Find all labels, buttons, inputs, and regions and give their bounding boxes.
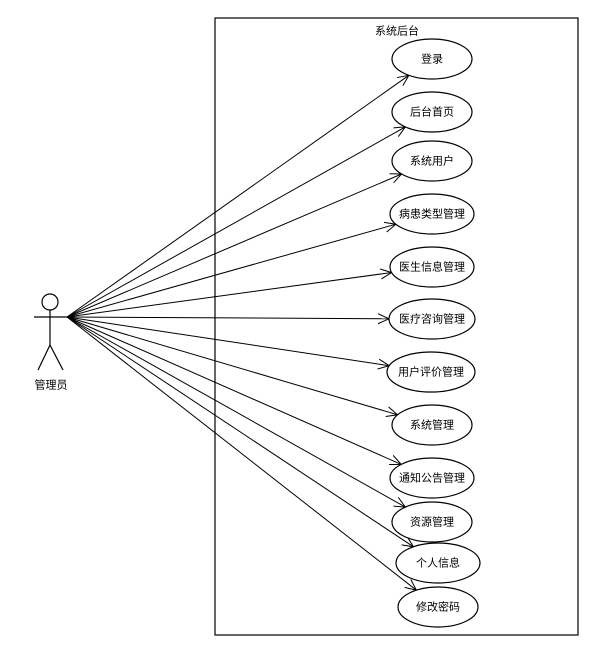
use-case-ellipse: [389, 246, 475, 288]
use-case-ellipse: [389, 193, 475, 235]
use-case: 医生信息管理: [389, 246, 475, 288]
association-line: [66, 316, 414, 547]
use-case-ellipse: [391, 91, 473, 133]
system-boundary: 系统后台: [214, 17, 579, 636]
association-line: [66, 127, 405, 318]
use-case: 资源管理: [391, 501, 473, 543]
use-case-label: 修改密码: [416, 600, 460, 614]
use-case-label: 系统用户: [410, 154, 454, 168]
association-line: [66, 174, 402, 318]
association-line: [66, 224, 396, 318]
use-case-label: 医疗咨询管理: [399, 312, 465, 326]
use-case: 后台首页: [391, 91, 473, 133]
system-boundary-title: 系统后台: [375, 24, 419, 38]
use-case-label: 用户评价管理: [398, 365, 464, 379]
use-case-ellipse: [391, 501, 473, 543]
use-case-label: 资源管理: [410, 515, 454, 529]
use-case: 用户评价管理: [386, 351, 476, 393]
use-case-ellipse: [388, 298, 476, 340]
use-case-label: 通知公告管理: [399, 471, 465, 485]
actor: 管理员: [34, 293, 68, 392]
use-case: 通知公告管理: [389, 457, 475, 499]
association-line: [66, 75, 409, 318]
use-case-ellipse: [391, 38, 473, 80]
use-case: 医疗咨询管理: [388, 298, 476, 340]
use-case: 个人信息: [395, 542, 481, 584]
use-case-label: 登录: [421, 52, 443, 66]
actor-name: 管理员: [35, 378, 68, 392]
use-case-ellipse: [386, 351, 476, 393]
association-line: [66, 316, 401, 464]
actor-left-leg: [37, 344, 51, 371]
use-case-ellipse: [391, 140, 473, 182]
use-case-label: 个人信息: [416, 556, 460, 570]
use-case: 系统用户: [391, 140, 473, 182]
use-case-ellipse: [391, 404, 473, 446]
association-line: [66, 273, 392, 318]
use-case: 病患类型管理: [389, 193, 475, 235]
use-case-ellipse: [389, 457, 475, 499]
use-case-label: 医生信息管理: [399, 260, 465, 274]
use-case-ellipse: [395, 542, 481, 584]
use-case-label: 后台首页: [410, 105, 454, 119]
use-cases: 登录后台首页系统用户病患类型管理医生信息管理医疗咨询管理用户评价管理系统管理通知…: [386, 38, 481, 628]
association-line: [66, 316, 416, 590]
actor-right-leg: [49, 344, 64, 371]
association-lines: [66, 75, 416, 590]
association-line: [66, 316, 405, 507]
use-case-label: 系统管理: [410, 418, 454, 432]
use-case-label: 病患类型管理: [399, 207, 465, 221]
use-case: 修改密码: [397, 586, 479, 628]
use-case: 系统管理: [391, 404, 473, 446]
association-line: [66, 317, 389, 319]
actor-head: [41, 293, 59, 311]
association-line: [66, 316, 389, 366]
use-case-ellipse: [397, 586, 479, 628]
use-case: 登录: [391, 38, 473, 80]
association-line: [66, 316, 398, 415]
